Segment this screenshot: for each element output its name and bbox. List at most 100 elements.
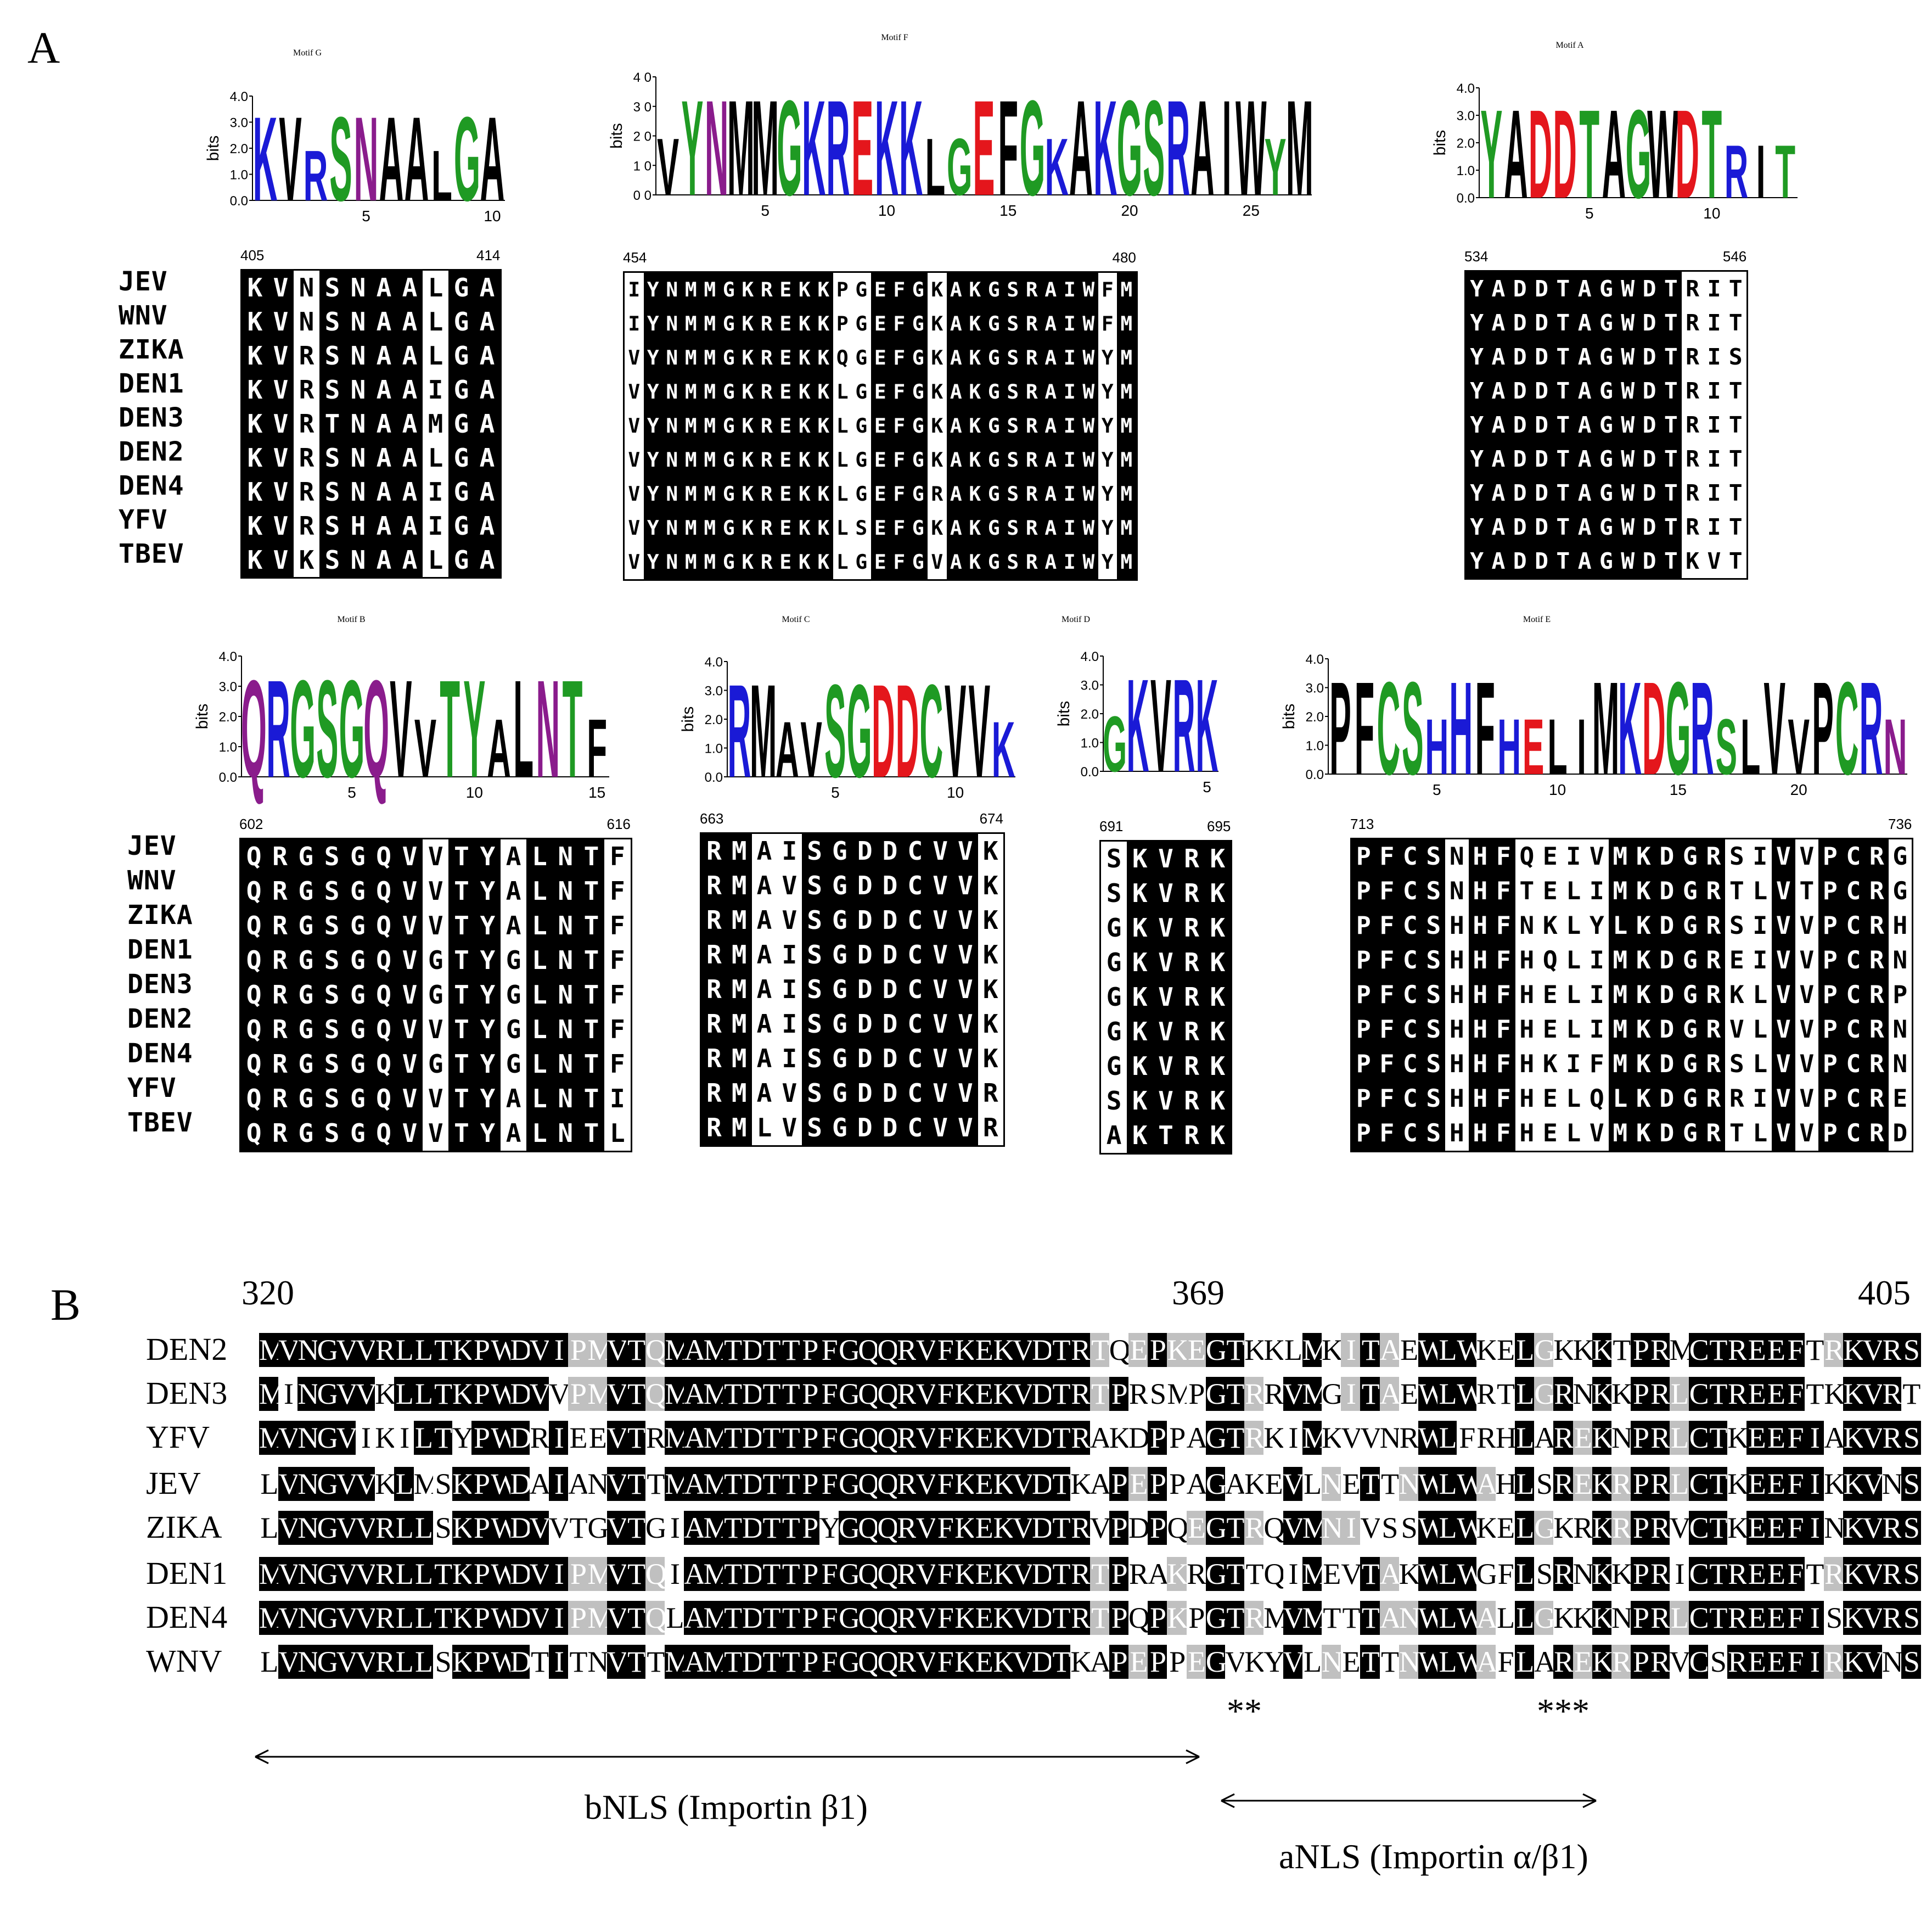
residue-cell: R: [375, 1601, 395, 1635]
panel-a-label: A: [27, 23, 60, 72]
residue-cell: G: [984, 273, 1003, 307]
logo-letter: S: [1143, 72, 1165, 224]
residue-cell: V: [1153, 1084, 1179, 1118]
residue-cell: I: [1703, 442, 1725, 476]
residue-cell: K: [1632, 978, 1655, 1012]
residue-cell: S: [1725, 1047, 1749, 1082]
residue-cell: V: [625, 341, 644, 375]
residue-cell: G: [345, 978, 371, 1012]
residue-cell: V: [529, 1333, 549, 1367]
residue-cell: C: [1688, 1333, 1709, 1367]
residue-cell: P: [1352, 1082, 1375, 1116]
residue-cell: M: [726, 869, 752, 903]
residue-cell: R: [1650, 1645, 1670, 1679]
residue-cell: G: [1101, 911, 1127, 945]
residue-cell: V: [336, 1333, 356, 1367]
residue-cell: T: [1660, 510, 1682, 544]
residue-cell: Q: [241, 874, 267, 909]
logo-y-tick: 0.0: [1081, 765, 1099, 780]
species-label: WNV: [119, 300, 168, 331]
residue-cell: S: [1422, 1012, 1445, 1047]
residue-cell: R: [1650, 1467, 1670, 1501]
alignment-start-number: 663: [700, 810, 724, 827]
residue-cell: L: [526, 839, 553, 874]
residue-cell: T: [761, 1467, 781, 1501]
residue-cell: L: [1608, 909, 1632, 943]
residue-cell: R: [1701, 839, 1725, 874]
logo-letter: Y: [1265, 121, 1287, 212]
residue-cell: A: [397, 373, 423, 407]
residue-cell: R: [1865, 874, 1889, 909]
residue-cell: N: [297, 1511, 318, 1545]
residue-cell: F: [819, 1645, 839, 1679]
residue-cell: V: [928, 834, 953, 869]
residue-cell: D: [877, 1076, 903, 1111]
residue-cell: P: [1818, 943, 1842, 978]
residue-cell: P: [471, 1511, 491, 1545]
logo-letter: V: [1150, 652, 1171, 800]
residue-cell: E: [1341, 1467, 1361, 1501]
residue-cell: V: [529, 1511, 549, 1545]
residue-cell: A: [1487, 476, 1509, 510]
residue-cell: L: [413, 1421, 434, 1455]
residue-cell: M: [1117, 545, 1136, 579]
residue-cell: M: [665, 1645, 684, 1679]
logo-letter: Y: [681, 72, 703, 224]
residue-cell: G: [1888, 839, 1912, 874]
residue-cell: A: [946, 341, 965, 375]
residue-cell: R: [1553, 1377, 1574, 1411]
residue-cell: F: [1495, 1645, 1515, 1679]
residue-cell: R: [1865, 1012, 1889, 1047]
residue-cell: K: [1127, 980, 1153, 1015]
logo-y-tick: 4.0: [1306, 652, 1324, 667]
residue-cell: G: [1205, 1511, 1226, 1545]
alignment-end-number: 480: [1112, 249, 1136, 266]
residue-cell: V: [1795, 909, 1818, 943]
residue-cell: I: [665, 1557, 684, 1591]
residue-cell: W: [1418, 1467, 1438, 1501]
residue-cell: S: [1901, 1645, 1921, 1679]
logo-y-tick: 2.0: [1081, 707, 1099, 722]
residue-cell: F: [1785, 1557, 1805, 1591]
logo-x-tick: 10: [484, 208, 501, 225]
residue-cell: A: [371, 373, 397, 407]
residue-cell: M: [423, 407, 448, 441]
residue-cell: G: [1534, 1601, 1554, 1635]
panel-b-label: B: [50, 1280, 81, 1330]
position-number: 369: [1172, 1273, 1225, 1312]
residue-cell: N: [662, 545, 682, 579]
residue-cell: C: [902, 1041, 928, 1076]
residue-cell: V: [1703, 544, 1725, 578]
residue-cell: R: [1572, 1511, 1593, 1545]
residue-cell: V: [396, 874, 423, 909]
residue-cell: G: [645, 1511, 665, 1545]
residue-cell: G: [984, 443, 1003, 477]
residue-cell: P: [1631, 1511, 1650, 1545]
residue-cell: V: [268, 373, 294, 407]
conservation-stars: **: [1227, 1691, 1262, 1730]
residue-cell: R: [1650, 1557, 1670, 1591]
residue-cell: V: [1772, 874, 1795, 909]
residue-cell: K: [814, 375, 833, 409]
residue-cell: L: [1437, 1467, 1457, 1501]
residue-cell: Y: [643, 443, 662, 477]
logo-letter: T: [1701, 83, 1722, 225]
residue-cell: V: [777, 1111, 802, 1145]
residue-cell: N: [662, 341, 682, 375]
residue-cell: R: [1865, 943, 1889, 978]
residue-cell: K: [1843, 1377, 1863, 1411]
logo-letter: A: [1602, 83, 1626, 225]
residue-cell: M: [1167, 1377, 1187, 1411]
residue-cell: C: [1841, 978, 1865, 1012]
residue-cell: C: [1688, 1377, 1709, 1411]
residue-cell: V: [336, 1467, 356, 1501]
residue-cell: M: [700, 545, 720, 579]
residue-cell: P: [1148, 1333, 1167, 1367]
residue-cell: N: [1515, 909, 1538, 943]
residue-cell: M: [1302, 1333, 1322, 1367]
residue-cell: V: [396, 1116, 423, 1151]
